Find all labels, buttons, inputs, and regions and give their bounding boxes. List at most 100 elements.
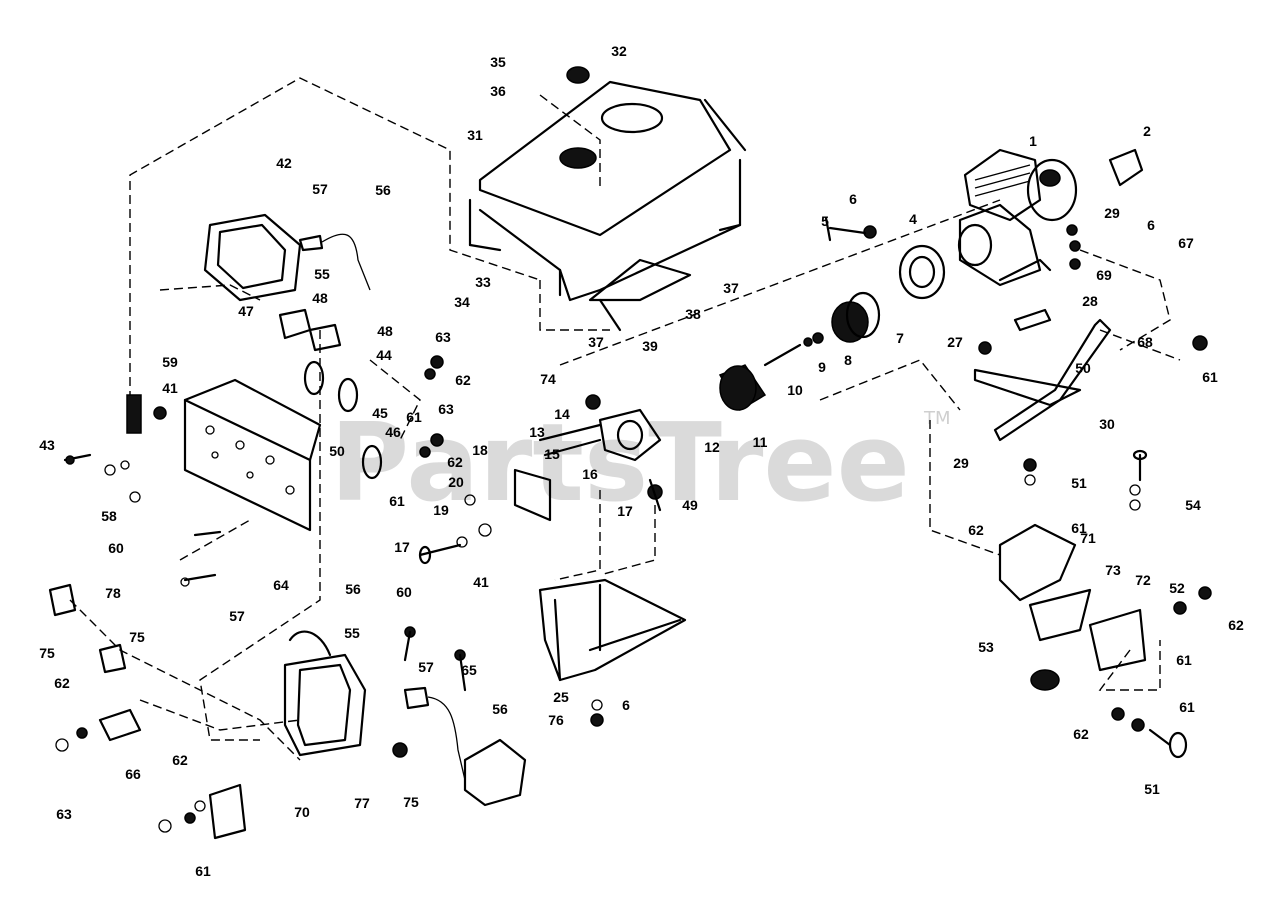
callout-label: 50: [1075, 360, 1091, 376]
callout-label: 61: [1179, 699, 1195, 715]
callout-label: 62: [447, 454, 463, 470]
callout-label: 17: [394, 539, 410, 555]
control-panel: [183, 378, 322, 532]
callout-label: 31: [467, 127, 483, 143]
callout-label: 29: [953, 455, 969, 471]
callout-label: 50: [329, 443, 345, 459]
callout-label: 66: [125, 766, 141, 782]
callout-label: 4: [909, 211, 917, 227]
callout-label: 20: [448, 474, 464, 490]
fuel-tank-cover: [468, 66, 747, 332]
callout-label: 16: [582, 466, 598, 482]
callout-label: 73: [1105, 562, 1121, 578]
callout-label: 19: [433, 502, 449, 518]
callout-label: 62: [455, 372, 471, 388]
callout-label: 77: [354, 795, 370, 811]
callout-label: 15: [544, 446, 560, 462]
callout-label: 69: [1096, 267, 1112, 283]
callout-label: 75: [403, 794, 419, 810]
callout-label: 38: [685, 306, 701, 322]
callout-label: 75: [39, 645, 55, 661]
callout-label: 63: [438, 401, 454, 417]
callout-label: 5: [821, 213, 829, 229]
callout-label: 62: [54, 675, 70, 691]
callout-label: 70: [294, 804, 310, 820]
callout-label: 61: [389, 493, 405, 509]
callout-label: 43: [39, 437, 55, 453]
callout-label: 57: [229, 608, 245, 624]
callout-label: 34: [454, 294, 470, 310]
callout-label: 60: [108, 540, 124, 556]
callout-label: 28: [1082, 293, 1098, 309]
callout-label: 61: [1202, 369, 1218, 385]
watermark-text: PartsTree: [330, 401, 910, 526]
callout-label: 58: [101, 508, 117, 524]
callout-label: 8: [844, 352, 852, 368]
callout-label: 61: [1176, 652, 1192, 668]
callout-label: 76: [548, 712, 564, 728]
callout-label: 67: [1178, 235, 1194, 251]
callout-label: 61: [195, 863, 211, 879]
callout-label: 35: [490, 54, 506, 70]
callout-label: 60: [396, 584, 412, 600]
callout-label: 41: [473, 574, 489, 590]
callout-label: 48: [312, 290, 328, 306]
callout-label: 48: [377, 323, 393, 339]
callout-label: 36: [490, 83, 506, 99]
callout-label: 51: [1071, 475, 1087, 491]
rotor-stator: [718, 216, 946, 412]
callout-label: 1: [1029, 133, 1037, 149]
callout-label: 61: [406, 409, 422, 425]
callout-label: 6: [622, 697, 630, 713]
callout-label: 29: [1104, 205, 1120, 221]
callout-label: 25: [553, 689, 569, 705]
callout-label: 63: [56, 806, 72, 822]
callout-label: 54: [1185, 497, 1201, 513]
callout-label: 32: [611, 43, 627, 59]
callout-label: 78: [105, 585, 121, 601]
callout-label: 57: [312, 181, 328, 197]
callout-label: 33: [475, 274, 491, 290]
callout-label: 45: [372, 405, 388, 421]
callout-label: 56: [492, 701, 508, 717]
callout-label: 72: [1135, 572, 1151, 588]
callout-label: 42: [276, 155, 292, 171]
callout-label: 37: [588, 334, 604, 350]
watermark-tm: TM: [923, 408, 951, 429]
callout-label: 44: [376, 347, 392, 363]
callout-label: 6: [849, 191, 857, 207]
callout-label: 56: [375, 182, 391, 198]
assembly-lines: [69, 77, 1181, 761]
callout-label: 27: [947, 334, 963, 350]
callout-label: 75: [129, 629, 145, 645]
callout-label: 49: [682, 497, 698, 513]
callout-label: 63: [435, 329, 451, 345]
callout-label: 65: [461, 662, 477, 678]
callout-label: 47: [238, 303, 254, 319]
callout-label: 64: [273, 577, 289, 593]
callout-label: 62: [1073, 726, 1089, 742]
callout-label: 17: [617, 503, 633, 519]
callout-label: 51: [1144, 781, 1160, 797]
callout-label: 2: [1143, 123, 1151, 139]
right-bracket: [998, 449, 1212, 759]
callout-label: 10: [787, 382, 803, 398]
callout-label: 74: [540, 371, 556, 387]
small-parts: [126, 213, 444, 480]
callout-label: 52: [1169, 580, 1185, 596]
callout-label: 30: [1099, 416, 1115, 432]
engine: [957, 148, 1144, 287]
callout-label: 56: [345, 581, 361, 597]
left-small-parts: [48, 453, 492, 840]
callout-label: 6: [1147, 217, 1155, 233]
callout-label: 68: [1137, 334, 1153, 350]
callout-label: 39: [642, 338, 658, 354]
callout-label: 9: [818, 359, 826, 375]
callout-label: 71: [1080, 530, 1096, 546]
engine-mount: [973, 308, 1208, 442]
callout-label: 12: [704, 439, 720, 455]
callout-label: 53: [978, 639, 994, 655]
callout-label: 37: [723, 280, 739, 296]
